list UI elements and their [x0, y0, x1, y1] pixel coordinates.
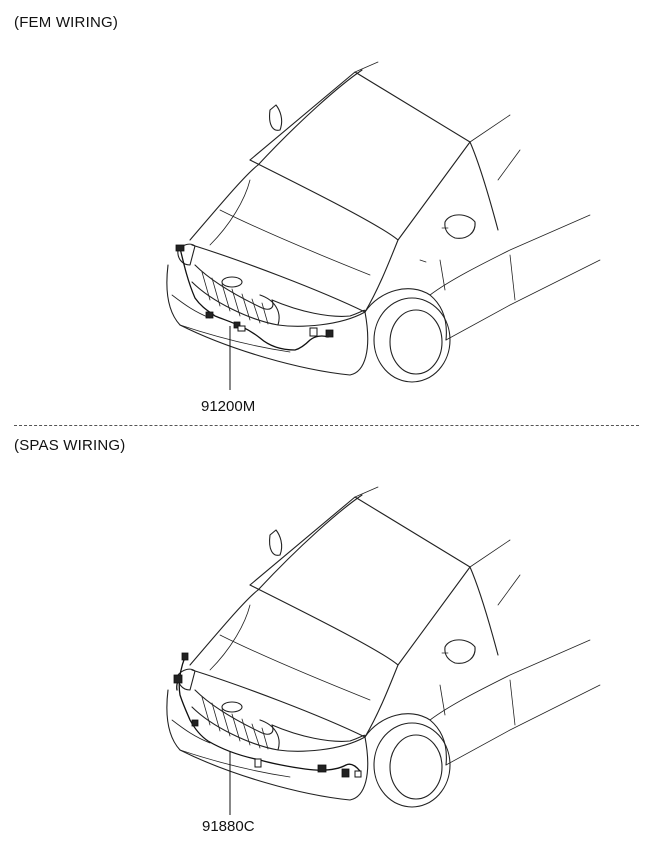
- spas-wiring-car-diagram: [166, 486, 601, 815]
- spas-wiring-part-number: 91880C: [202, 818, 255, 835]
- spas-wiring-title: (SPAS WIRING): [14, 437, 126, 454]
- fem-wiring-car-diagram: [166, 61, 601, 390]
- section-divider: [14, 425, 639, 426]
- fem-wiring-part-number: 91200M: [201, 398, 256, 415]
- fem-wiring-title: (FEM WIRING): [14, 14, 119, 31]
